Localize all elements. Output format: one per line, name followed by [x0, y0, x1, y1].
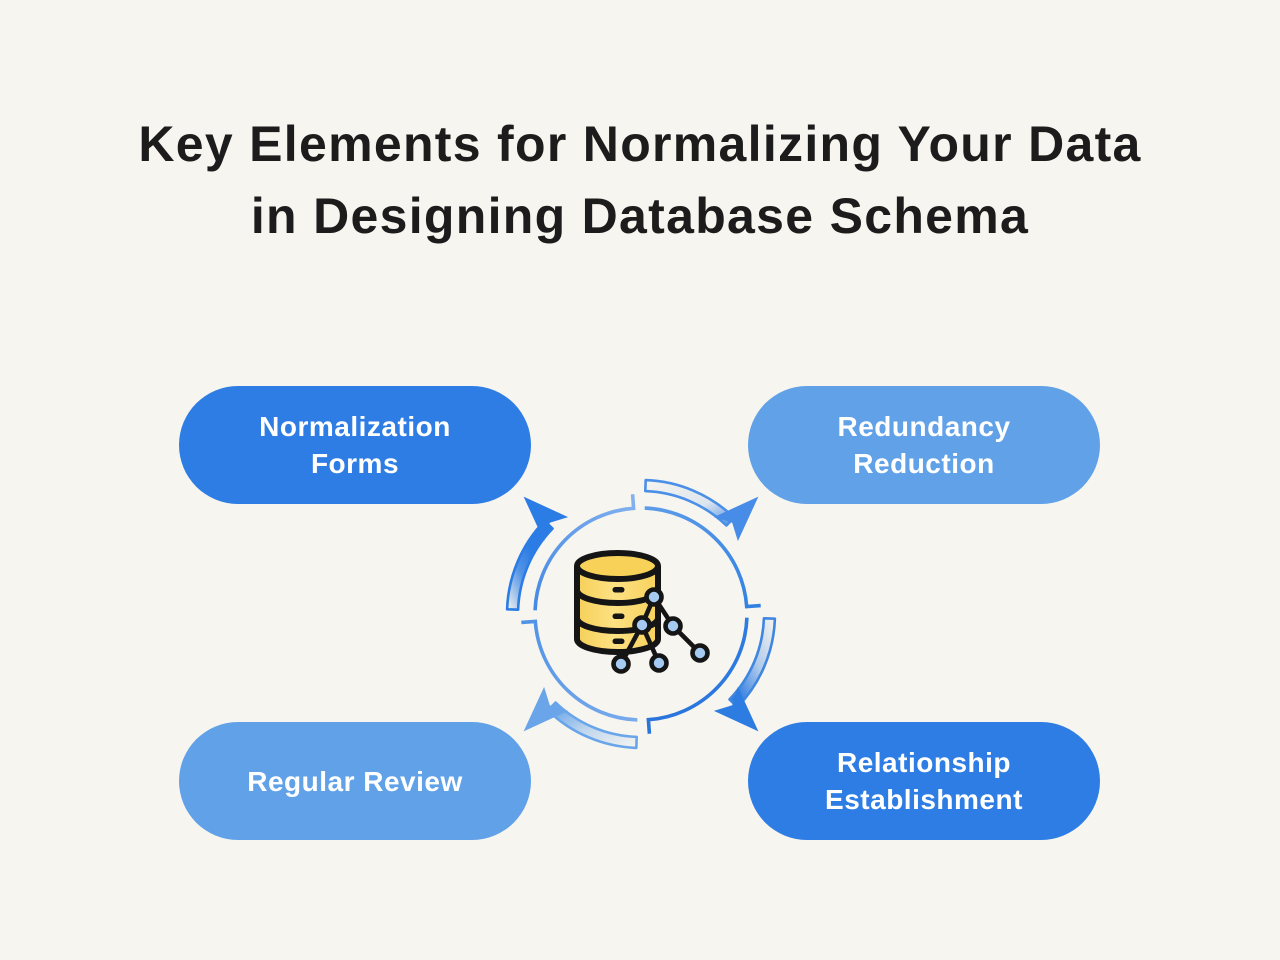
- cycle-arrow-nw: [505, 496, 569, 611]
- cycle-inner-ring: [521, 494, 761, 734]
- page-title: Key Elements for Normalizing Your Data i…: [0, 108, 1280, 252]
- pill-normalization-forms: Normalization Forms: [179, 386, 531, 504]
- pill-label: Relationship Establishment: [825, 747, 1023, 815]
- db-cylinder-top: [574, 550, 661, 582]
- cycle-database-graphic: [505, 478, 777, 750]
- tree-node: [649, 653, 669, 673]
- tree-nodes-icon: [611, 587, 710, 674]
- arrowhead-ne-icon: [713, 496, 759, 542]
- pill-label: Regular Review: [247, 765, 463, 797]
- tree-node: [632, 615, 652, 635]
- tree-node-circles: [611, 587, 710, 674]
- pill-regular-review: Regular Review: [179, 722, 531, 840]
- tree-node: [690, 643, 710, 663]
- title-line-1: Key Elements for Normalizing Your Data: [138, 116, 1142, 172]
- db-separator-2: [574, 617, 661, 634]
- tree-node: [611, 654, 631, 674]
- arrowhead-sw-icon: [523, 686, 569, 732]
- ring-quarter-nw: [533, 494, 636, 611]
- cycle-arrow-se: [713, 617, 777, 732]
- pill-redundancy-reduction: Redundancy Reduction: [748, 386, 1100, 504]
- pill-label: Normalization Forms: [259, 411, 451, 479]
- tree-node: [644, 587, 664, 607]
- title-line-2: in Designing Database Schema: [250, 188, 1030, 244]
- cycle-arrow-ne: [644, 478, 759, 542]
- pill-label: Redundancy Reduction: [837, 411, 1011, 479]
- arrowhead-se-icon: [713, 686, 759, 732]
- ring-quarter-ne: [644, 506, 761, 609]
- db-dash-1: [612, 587, 625, 593]
- tree-node: [663, 616, 683, 636]
- db-dash-2: [612, 613, 625, 619]
- pill-relationship-establishment: Relationship Establishment: [748, 722, 1100, 840]
- db-dash-3: [612, 638, 625, 644]
- cycle-arrow-sw: [523, 686, 638, 750]
- ring-quarter-sw: [521, 619, 638, 722]
- ring-quarter-se: [646, 617, 749, 734]
- cycle-arrows: [505, 478, 777, 750]
- arrowhead-nw-icon: [523, 496, 569, 542]
